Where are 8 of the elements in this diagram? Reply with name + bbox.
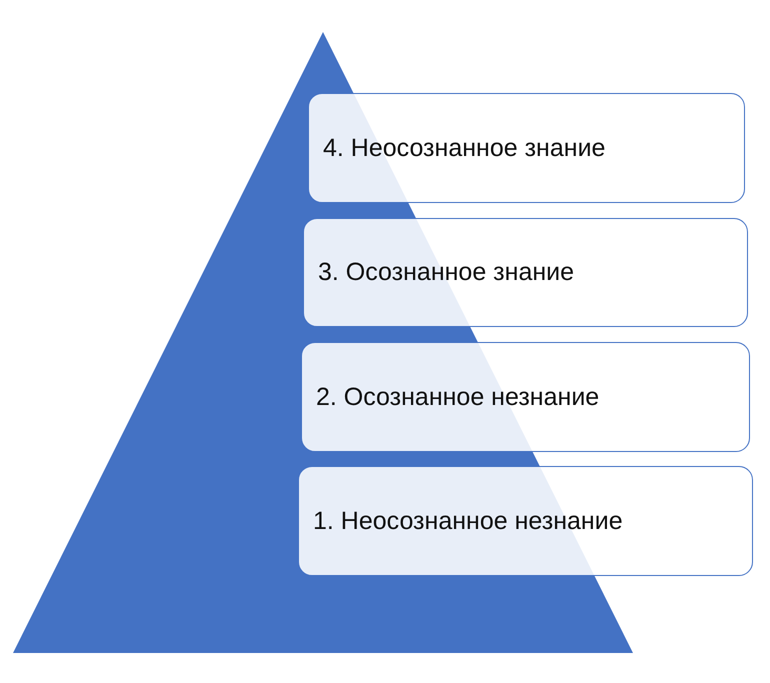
level-box [308,93,745,203]
level-box [303,218,748,327]
level-label: 3. Осознанное знание [317,258,574,287]
level-label: 4. Неосознанное знание [322,134,606,162]
level-label: 1. Неосознанное незнание [312,506,623,536]
level-box [301,342,750,452]
level-label: 2. Осознанное незнание [315,382,600,412]
level-box [298,466,753,576]
